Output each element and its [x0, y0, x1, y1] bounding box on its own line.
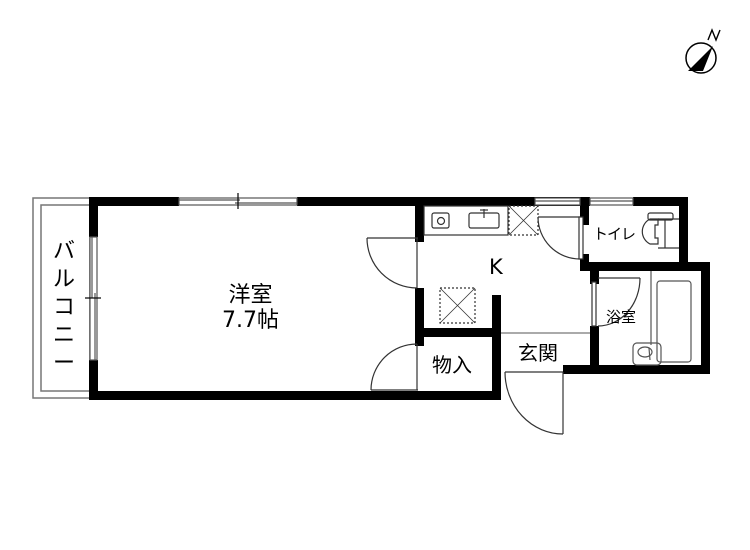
compass-icon [685, 28, 721, 74]
balcony-label: バルコニー [52, 239, 75, 376]
walls [89, 197, 710, 400]
western-room-label: 洋室 7.7帖 [222, 283, 279, 333]
bathtub [632, 271, 692, 366]
bathroom-label: 浴室 [606, 308, 637, 326]
entrance-label: 玄関 [518, 341, 558, 365]
kitchen-label: K [489, 255, 503, 279]
western-room-size: 7.7帖 [222, 308, 279, 333]
toilet-fixture [641, 212, 679, 249]
western-room-name: 洋室 [228, 283, 273, 308]
kitchen-counter [423, 205, 590, 334]
doors [366, 216, 641, 435]
storage-label: 物入 [432, 353, 472, 377]
toilet-label: トイレ [593, 225, 636, 243]
windows [85, 193, 634, 361]
